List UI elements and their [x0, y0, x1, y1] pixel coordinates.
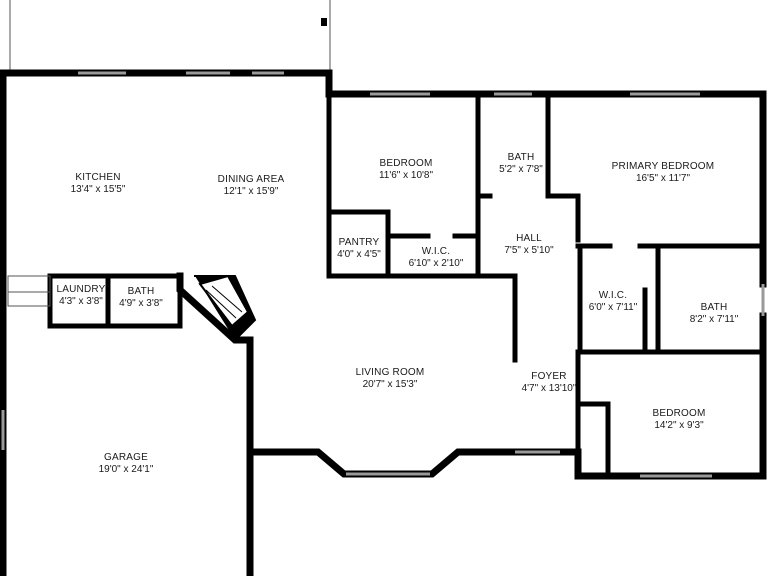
room-label-dining-area: DINING AREA 12'1" x 15'9" — [218, 174, 285, 198]
room-name: LIVING ROOM — [355, 367, 425, 378]
room-dimensions: 5'2" x 7'8" — [499, 164, 543, 175]
room-label-hall: HALL 7'5" x 5'10" — [504, 233, 553, 257]
room-name: BEDROOM — [379, 158, 433, 169]
room-label-pantry: PANTRY 4'0" x 4'5" — [337, 237, 381, 261]
room-label-primary-bedroom: PRIMARY BEDROOM 16'5" x 11'7" — [612, 161, 715, 185]
room-label-garage: GARAGE 19'0" x 24'1" — [99, 452, 154, 476]
room-name: BATH — [507, 152, 535, 163]
room-label-foyer: FOYER 4'7" x 13'10" — [522, 371, 577, 395]
room-name: W.I.C. — [598, 290, 628, 301]
laundry-door-steps — [7, 275, 51, 307]
room-label-bedroom: BEDROOM 11'6" x 10'8" — [379, 158, 433, 182]
room-dimensions: 13'4" x 15'5" — [70, 184, 126, 195]
room-dimensions: 19'0" x 24'1" — [98, 464, 154, 475]
room-dimensions: 20'7" x 15'3" — [362, 379, 418, 390]
room-dimensions: 8'2" x 7'11" — [689, 314, 739, 325]
room-dimensions: 4'0" x 4'5" — [337, 249, 381, 260]
interior-walls — [47, 91, 766, 473]
room-label-living-room: LIVING ROOM 20'7" x 15'3" — [356, 367, 425, 391]
room-dimensions: 11'6" x 10'8" — [378, 170, 434, 181]
windows — [1, 71, 765, 478]
room-label-kitchen: KITCHEN 13'4" x 15'5" — [71, 172, 126, 196]
room-label-bath: BATH 5'2" x 7'8" — [499, 152, 543, 176]
room-label-wic: W.I.C. 6'0" x 7'11" — [589, 290, 638, 314]
room-label-wic: W.I.C. 6'10" x 2'10" — [409, 246, 464, 270]
fireplace — [198, 274, 250, 328]
room-dimensions: 4'7" x 13'10" — [521, 383, 577, 394]
room-name: LAUNDRY — [56, 284, 106, 295]
room-name: KITCHEN — [75, 172, 121, 183]
room-name: PRIMARY BEDROOM — [611, 161, 715, 172]
room-name: HALL — [516, 233, 542, 244]
room-dimensions: 4'3" x 3'8" — [59, 296, 103, 307]
room-label-bath: BATH 4'9" x 3'8" — [119, 286, 163, 310]
room-dimensions: 4'9" x 3'8" — [119, 298, 163, 309]
room-dimensions: 6'0" x 7'11" — [588, 302, 638, 313]
room-name: PANTRY — [338, 237, 380, 248]
room-name: BATH — [700, 302, 728, 313]
room-dimensions: 14'2" x 9'3" — [654, 420, 704, 431]
room-name: W.I.C. — [421, 246, 451, 257]
room-name: GARAGE — [104, 452, 148, 463]
room-name: BATH — [127, 286, 155, 297]
room-label-bedroom: BEDROOM 14'2" x 9'3" — [652, 408, 705, 432]
room-name: DINING AREA — [217, 174, 285, 185]
room-label-bath: BATH 8'2" x 7'11" — [690, 302, 739, 326]
room-name: FOYER — [531, 371, 567, 382]
room-label-laundry: LAUNDRY 4'3" x 3'8" — [56, 284, 105, 308]
room-dimensions: 6'10" x 2'10" — [408, 258, 464, 269]
room-dimensions: 7'5" x 5'10" — [504, 245, 554, 256]
room-dimensions: 12'1" x 15'9" — [223, 186, 279, 197]
room-dimensions: 16'5" x 11'7" — [635, 173, 691, 184]
room-name: BEDROOM — [652, 408, 706, 419]
